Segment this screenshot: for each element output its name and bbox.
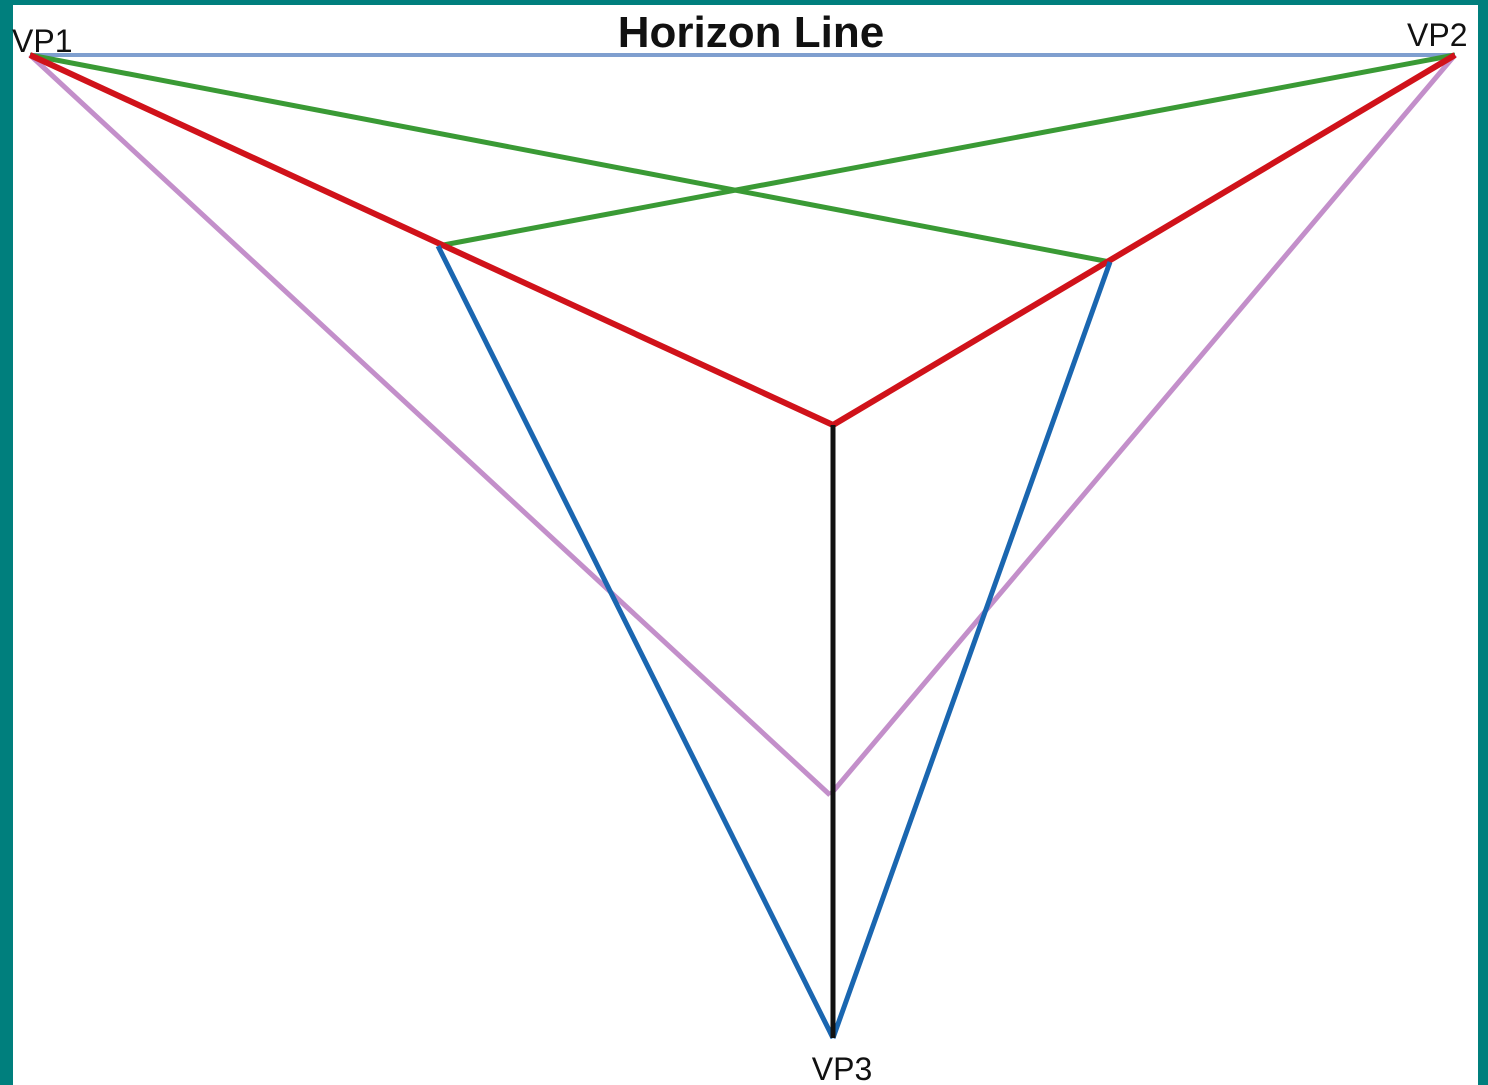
vp2-label: VP2 — [1407, 17, 1467, 53]
purple-line-right — [828, 53, 1457, 797]
vp1-label: VP1 — [12, 23, 72, 59]
green-line-vp1-right — [29, 52, 1111, 265]
blue-line-right — [830, 261, 1113, 1039]
vp3-label: VP3 — [812, 1051, 872, 1085]
red-line-left — [28, 52, 835, 428]
horizon-line-label: Horizon Line — [618, 8, 884, 57]
red-line-right — [831, 52, 1457, 428]
purple-line-left — [28, 53, 832, 797]
green-line-vp2-left — [437, 52, 1456, 249]
blue-line-left — [435, 244, 836, 1040]
